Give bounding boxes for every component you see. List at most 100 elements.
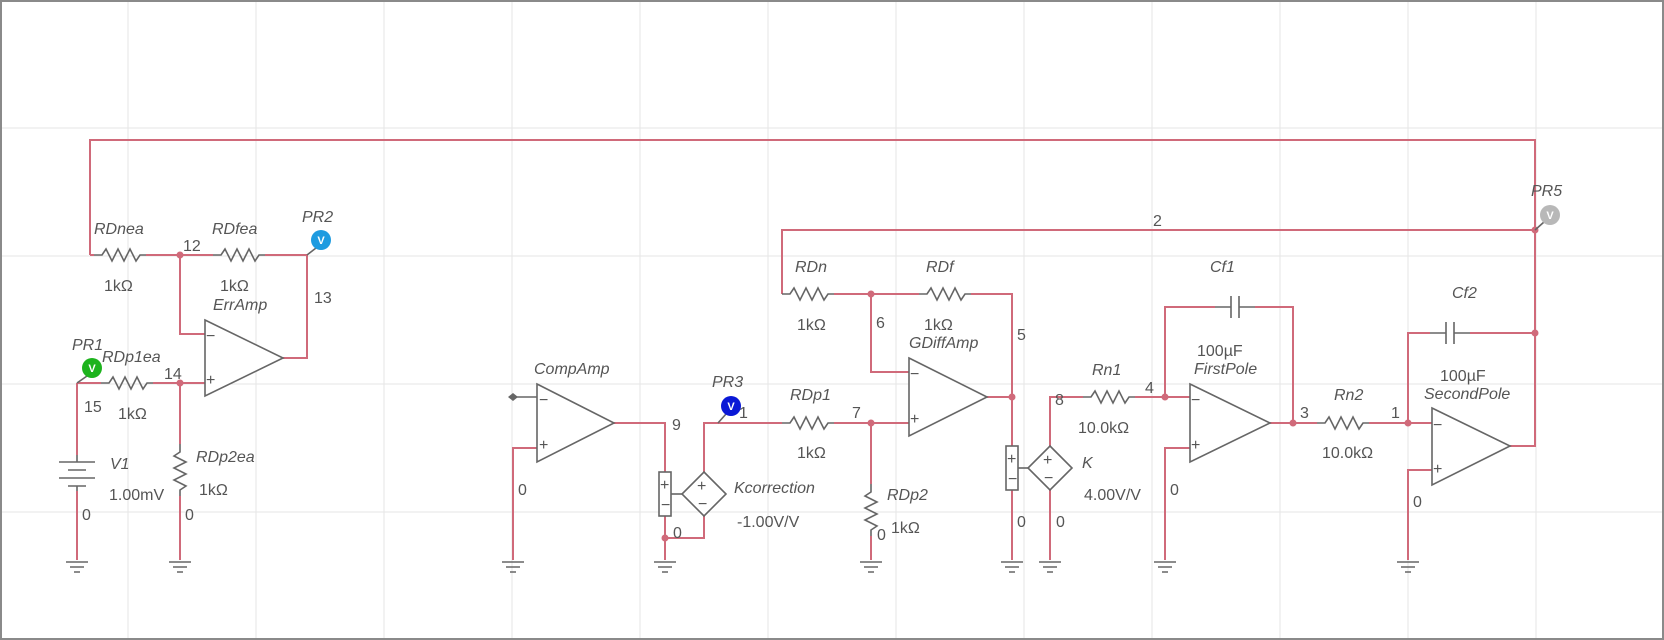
opamp-gdiffamp[interactable]: − + GDiffAmp bbox=[908, 335, 989, 438]
wire-node-1[interactable] bbox=[1407, 332, 1535, 423]
probe-pr2-marker bbox=[311, 230, 331, 250]
wire-secondpole-plus-gnd[interactable] bbox=[1407, 469, 1432, 560]
junction-node-4 bbox=[1161, 393, 1169, 401]
compamp-minus-terminal-icon bbox=[508, 393, 518, 401]
resistor-rdp1[interactable]: RDp1 1kΩ bbox=[782, 387, 834, 462]
node-label-6: 6 bbox=[876, 315, 885, 332]
junctions bbox=[176, 226, 1539, 542]
resistor-rdp1-name: RDp1 bbox=[790, 387, 831, 404]
capacitor-cf1[interactable]: Cf1 100µF bbox=[1197, 259, 1255, 360]
ground-icon bbox=[502, 561, 524, 573]
resistor-rdp2-name: RDp2 bbox=[887, 487, 928, 504]
wire-erramp-minus[interactable] bbox=[179, 255, 205, 335]
wire-compamp-plus-gnd[interactable] bbox=[512, 447, 545, 560]
opamp-firstpole-body bbox=[1189, 382, 1272, 464]
resistor-rdfea-symbol bbox=[213, 247, 265, 263]
opamp-compamp-plus: + bbox=[539, 437, 548, 454]
opamp-secondpole[interactable]: − + SecondPole bbox=[1424, 386, 1512, 487]
opamp-compamp-name: CompAmp bbox=[534, 361, 610, 378]
wire-node-13[interactable] bbox=[283, 255, 308, 359]
node-label-kcorr-gnd: 0 bbox=[673, 525, 682, 542]
voltage-source-v1-name: V1 bbox=[110, 456, 130, 473]
opamp-compamp[interactable]: − + CompAmp bbox=[508, 361, 616, 464]
capacitor-cf2-name: Cf2 bbox=[1452, 285, 1477, 302]
resistor-rdp1ea[interactable]: RDp1ea 1kΩ bbox=[101, 349, 161, 423]
node-label-5: 5 bbox=[1017, 327, 1026, 344]
resistor-rdf-value: 1kΩ bbox=[924, 317, 953, 334]
k-sense-minus: − bbox=[1008, 471, 1017, 488]
resistor-rdp2ea-name: RDp2ea bbox=[196, 449, 255, 466]
probe-pr2-label: PR2 bbox=[302, 209, 333, 226]
k-out-minus: − bbox=[1044, 470, 1053, 487]
resistor-rdf[interactable]: RDf 1kΩ bbox=[919, 259, 971, 334]
junction-kcorr-gnd bbox=[661, 534, 669, 542]
controlled-source-k-value: 4.00V/V bbox=[1084, 487, 1141, 504]
resistor-rdp2[interactable]: RDp2 1kΩ bbox=[863, 484, 928, 537]
controlled-source-kcorrection[interactable]: + − + − Kcorrection -1.00V/V bbox=[658, 470, 815, 531]
wire-node-15[interactable] bbox=[76, 382, 101, 455]
node-label-k-sense-gnd: 0 bbox=[1017, 514, 1026, 531]
node-label-v1-gnd: 0 bbox=[82, 507, 91, 524]
resistor-rdnea[interactable]: RDnea 1kΩ bbox=[94, 221, 146, 295]
opamp-firstpole-minus: − bbox=[1191, 392, 1200, 409]
resistor-rn2[interactable]: Rn2 10.0kΩ bbox=[1317, 387, 1373, 462]
voltage-source-v1-value: 1.00mV bbox=[109, 487, 164, 504]
controlled-source-k-name: K bbox=[1082, 455, 1094, 472]
wire-firstpole-plus-gnd[interactable] bbox=[1164, 447, 1190, 560]
wire-feedback-loop[interactable] bbox=[89, 139, 1536, 255]
wire-kcorr-gnd[interactable] bbox=[664, 516, 705, 560]
voltage-source-v1[interactable]: V1 1.00mV bbox=[59, 455, 164, 504]
opamp-firstpole[interactable]: − + FirstPole bbox=[1189, 361, 1272, 464]
probe-pr5-marker bbox=[1540, 205, 1560, 225]
wire-node-11[interactable] bbox=[703, 422, 782, 472]
node-label-k-gnd: 0 bbox=[1056, 514, 1065, 531]
wire-node-5[interactable] bbox=[971, 293, 1013, 446]
node-label-firstpole-gnd: 0 bbox=[1170, 482, 1179, 499]
opamp-gdiffamp-minus: − bbox=[910, 366, 919, 383]
opamp-erramp-name: ErrAmp bbox=[213, 297, 267, 314]
node-labels: 12 13 14 15 0 0 0 9 0 1 7 0 6 5 0 0 8 4 … bbox=[82, 213, 1422, 544]
controlled-source-k[interactable]: + − + − K 4.00V/V bbox=[1005, 444, 1141, 504]
wire-node-8[interactable] bbox=[1049, 396, 1083, 560]
resistor-rdnea-name: RDnea bbox=[94, 221, 144, 238]
opamp-secondpole-body bbox=[1431, 406, 1512, 487]
ground-icon bbox=[860, 561, 882, 573]
probe-pr2-lead bbox=[306, 247, 317, 256]
junction-node-6 bbox=[867, 290, 875, 298]
resistor-rdnea-value: 1kΩ bbox=[104, 278, 133, 295]
resistor-rdp1ea-symbol bbox=[101, 375, 153, 391]
probe-pr3[interactable]: V PR3 bbox=[712, 374, 743, 424]
wire-node-6[interactable] bbox=[834, 293, 919, 373]
node-label-compamp-gnd: 0 bbox=[518, 482, 527, 499]
junction-node-14 bbox=[176, 379, 184, 387]
kcorrection-sense-plus: + bbox=[660, 477, 669, 494]
opamp-gdiffamp-name: GDiffAmp bbox=[909, 335, 978, 352]
opamp-erramp[interactable]: − + ErrAmp bbox=[204, 297, 285, 398]
capacitor-cf2[interactable]: Cf2 100µF bbox=[1430, 285, 1486, 385]
resistor-rdn[interactable]: RDn 1kΩ bbox=[782, 259, 834, 334]
node-label-4: 4 bbox=[1145, 380, 1154, 397]
probe-pr3-marker bbox=[721, 396, 741, 416]
ground-icon bbox=[1154, 561, 1176, 573]
resistor-rdnea-symbol bbox=[94, 247, 146, 263]
k-sense-plus: + bbox=[1007, 451, 1016, 468]
probe-pr1-label: PR1 bbox=[72, 337, 103, 354]
resistor-rdn-name: RDn bbox=[795, 259, 827, 276]
node-label-11: 1 bbox=[739, 405, 748, 422]
resistor-rn2-value: 10.0kΩ bbox=[1322, 445, 1373, 462]
wire-node-9[interactable] bbox=[614, 422, 666, 472]
opamp-secondpole-name: SecondPole bbox=[1424, 386, 1510, 403]
node-label-13: 13 bbox=[314, 290, 332, 307]
resistor-rdfea[interactable]: RDfea 1kΩ bbox=[212, 221, 265, 295]
resistor-rdn-value: 1kΩ bbox=[797, 317, 826, 334]
resistor-rdp2ea[interactable]: RDp2ea 1kΩ bbox=[172, 444, 255, 499]
probe-pr5[interactable]: V PR5 bbox=[1531, 183, 1562, 231]
node-label-9: 9 bbox=[672, 417, 681, 434]
opamp-gdiffamp-plus: + bbox=[910, 411, 919, 428]
resistor-rn1[interactable]: Rn1 10.0kΩ bbox=[1078, 362, 1135, 437]
probe-pr1[interactable]: V PR1 bbox=[72, 337, 103, 384]
probe-pr2[interactable]: V PR2 bbox=[302, 209, 333, 256]
node-label-7: 7 bbox=[852, 405, 861, 422]
